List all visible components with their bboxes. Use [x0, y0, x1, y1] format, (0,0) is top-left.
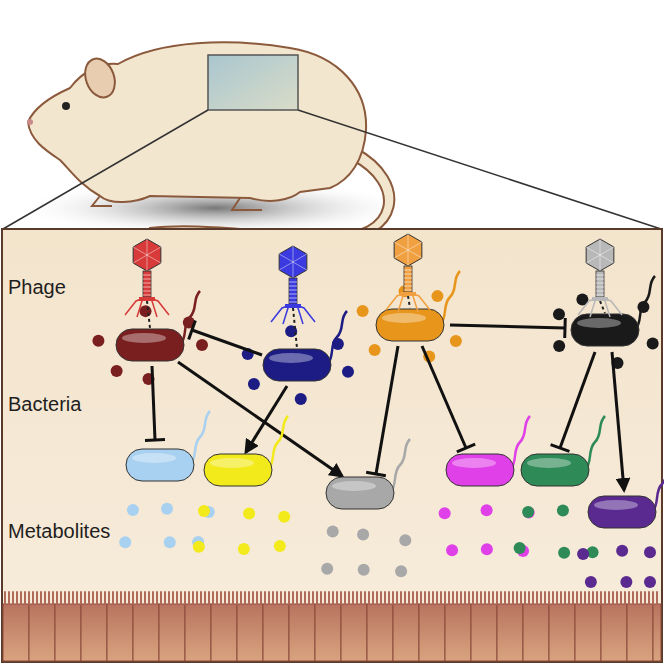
mouse: [27, 42, 394, 242]
gut-panel: [2, 229, 662, 662]
metabolites: [92, 285, 658, 588]
zoom-line: [3, 110, 661, 229]
bacteria: [116, 271, 664, 528]
phages: [125, 234, 622, 348]
interactions: [145, 318, 624, 490]
row-label: Phage: [8, 276, 66, 298]
row-label: Bacteria: [8, 393, 81, 415]
row-label: Metabolites: [8, 520, 110, 542]
epithelium: [3, 592, 661, 661]
